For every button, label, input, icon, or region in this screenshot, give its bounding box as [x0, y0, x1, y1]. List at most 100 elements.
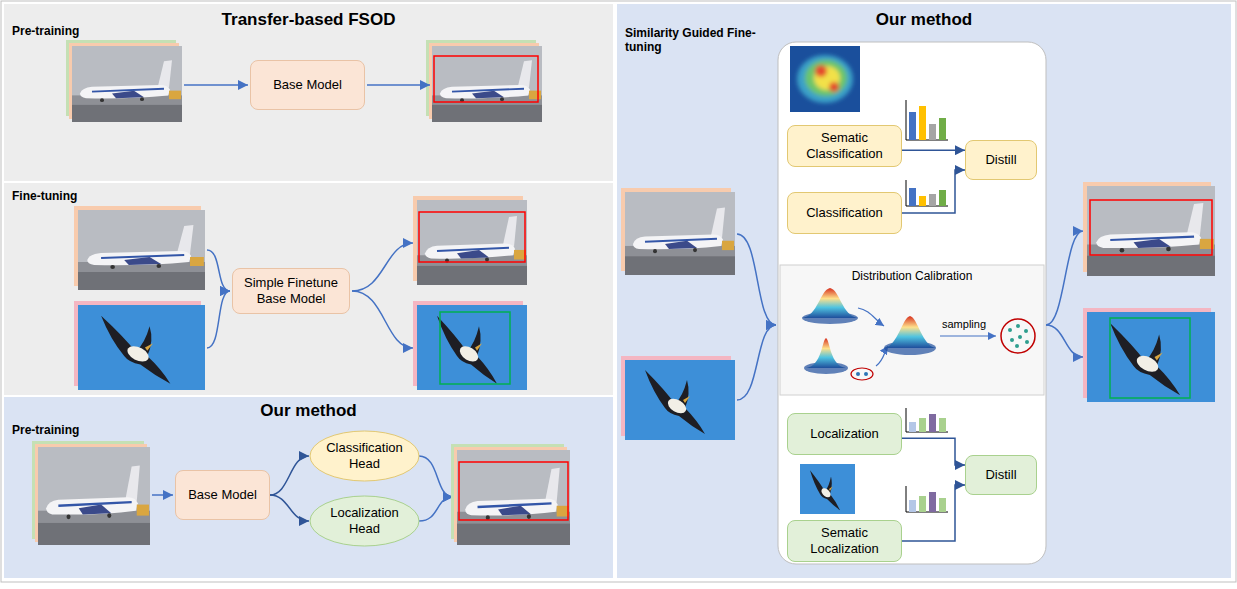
- score-bar-charts-part: [929, 414, 936, 432]
- section-heading: Our method: [876, 10, 972, 30]
- score-bar-charts: [906, 100, 948, 512]
- heatmap: [790, 46, 860, 112]
- distribution-illustration-part: [884, 316, 936, 348]
- section-heading: Fine-tuning: [12, 189, 77, 203]
- process-box: Base Model: [175, 470, 270, 520]
- our-pretraining-images-part: [457, 450, 570, 545]
- connector-arrow: [270, 456, 309, 495]
- arrow-label: sampling: [942, 318, 986, 330]
- process-box: Distill: [965, 140, 1037, 180]
- our-pretraining-images-part: [419, 456, 453, 497]
- connector-arrow: [270, 495, 309, 521]
- ellipse-shape: [310, 496, 419, 546]
- section-heading: Our method: [260, 401, 356, 421]
- heatmap-part: [797, 55, 853, 103]
- finetuning-images-part: [417, 200, 527, 285]
- our-pretraining-images-part: [152, 494, 173, 496]
- connector-arrow: [902, 149, 965, 151]
- box-label: Base Model: [273, 77, 342, 93]
- distribution-illustration-part: [858, 308, 884, 326]
- score-bar-charts-part: [909, 112, 916, 140]
- finetuning-images-part: [417, 305, 527, 390]
- score-bar-charts-part: [929, 492, 936, 512]
- score-bar-charts-part: [939, 190, 946, 206]
- finetune-io-images-part: [737, 325, 776, 400]
- section-panel: Base Model Transfer-based FSOD Pre-trainin…: [4, 4, 613, 181]
- process-box: Sematic Classification: [787, 125, 902, 167]
- distribution-illustration-part: [864, 372, 868, 376]
- process-box: Distill: [965, 455, 1037, 495]
- finetune-io-images-part: [737, 234, 776, 325]
- heatmap-part-part: [805, 60, 847, 96]
- heatmap-part-part: [797, 55, 853, 103]
- distribution-illustration-part: [1010, 338, 1014, 342]
- finetune-io-images-part: [1110, 318, 1190, 398]
- bird-thumbnail-part: [800, 464, 855, 514]
- finetuning-images-part: [78, 305, 205, 390]
- finetuning-images-part: [207, 291, 230, 348]
- score-bar-charts-part: [906, 180, 948, 206]
- score-bar-charts-part: [906, 486, 948, 512]
- bird-thumbnail: [800, 464, 855, 514]
- distribution-illustration-part: [1018, 335, 1022, 339]
- box-label: Sematic Localization: [794, 525, 895, 556]
- distribution-illustration-part: [1015, 344, 1019, 348]
- score-bar-charts-part: [909, 422, 916, 432]
- process-box: Base Model: [250, 60, 365, 110]
- connector-arrow: [902, 170, 965, 213]
- section-subheading: Pre-training: [12, 423, 79, 437]
- pretraining-images-part: [184, 84, 248, 86]
- box-label: Simple Finetune Base Model: [239, 275, 343, 306]
- panel-grounds-part: [4, 4, 613, 181]
- score-bar-charts-part: [919, 106, 926, 140]
- panel-grounds-part: [780, 265, 1044, 395]
- score-bar-charts-part: [906, 408, 948, 432]
- finetune-io-images: [621, 182, 1215, 440]
- heatmap-part: [790, 46, 860, 112]
- finetuning-images-part: [440, 312, 510, 384]
- section-subheading: Pre-training: [12, 24, 79, 38]
- process-box: Simple Finetune Base Model: [232, 268, 350, 314]
- score-bar-charts-part: [939, 118, 946, 140]
- distribution-illustration-part: [1025, 340, 1029, 344]
- distribution-illustration-part: [1024, 329, 1028, 333]
- score-bar-charts-part: [909, 500, 916, 512]
- panel-grounds-part: [4, 397, 613, 578]
- our-pretraining-images-part: [459, 462, 568, 520]
- panel-grounds-part: [778, 42, 1046, 564]
- distribution-illustration-part: [1001, 319, 1035, 353]
- score-bar-charts-part: [929, 194, 936, 206]
- finetune-io-images-part: [625, 192, 735, 275]
- head-ellipse: Classification Head: [309, 430, 420, 482]
- finetune-io-images-part: [1046, 325, 1083, 357]
- distribution-illustration-part: [802, 288, 858, 318]
- panel-grounds-part: [617, 4, 1231, 578]
- our-pretraining-images: [32, 441, 570, 545]
- score-bar-charts-part: [939, 498, 946, 512]
- our-pretraining-images-part: [419, 497, 453, 521]
- section-panel: Sematic ClassificationClassificationDist…: [617, 4, 1231, 578]
- section-heading: Transfer-based FSOD: [222, 10, 396, 30]
- finetuning-images-part: [352, 243, 413, 291]
- distribution-illustration-part: [1016, 324, 1020, 328]
- finetuning-images-part: [419, 212, 525, 262]
- process-box: Sematic Localization: [787, 520, 902, 562]
- score-bar-charts-part: [909, 188, 916, 206]
- box-label: Classification Head: [323, 440, 406, 471]
- score-bar-charts-part: [929, 124, 936, 140]
- connector-arrow: [902, 438, 965, 465]
- finetuning-images-part: [207, 250, 230, 291]
- finetune-io-images-part: [1087, 186, 1215, 276]
- pretraining-images-part: [432, 46, 542, 122]
- score-bar-charts-part: [939, 418, 946, 432]
- box-label: Localization: [810, 426, 879, 442]
- box-label: Localization Head: [323, 505, 406, 536]
- panel-grounds-part: [4, 183, 613, 395]
- section-heading: Distribution Calibration: [852, 269, 973, 283]
- score-bar-charts-part: [919, 196, 926, 206]
- distribution-illustration-part: [851, 368, 873, 380]
